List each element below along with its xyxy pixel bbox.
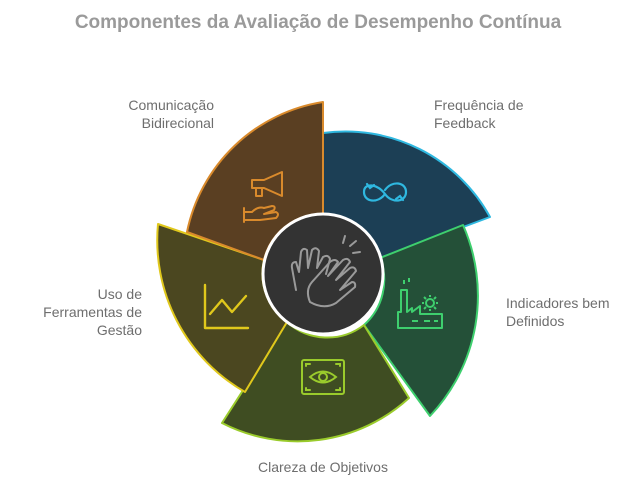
megaphone-hand-icon <box>243 171 283 223</box>
label-indicadores: Indicadores bem Definidos <box>506 295 610 329</box>
infinity-icon <box>362 182 408 202</box>
center-circle <box>261 212 385 336</box>
label-frequencia-feedback: Frequência de Feedback <box>434 97 524 131</box>
chart-line-icon <box>203 283 250 330</box>
segment-indicadores <box>363 224 479 417</box>
label-clareza-objetivos: Clareza de Objetivos <box>258 459 388 475</box>
label-comunicacao: Comunicação Bidirecional <box>128 97 214 131</box>
eye-target-icon <box>301 359 345 395</box>
factory-icon <box>397 278 443 329</box>
clapping-hands-icon <box>290 235 361 308</box>
label-ferramentas-gestao: Uso de Ferramentas de Gestão <box>43 286 142 338</box>
diagram-title: Componentes da Avaliação de Desempenho C… <box>74 12 562 33</box>
